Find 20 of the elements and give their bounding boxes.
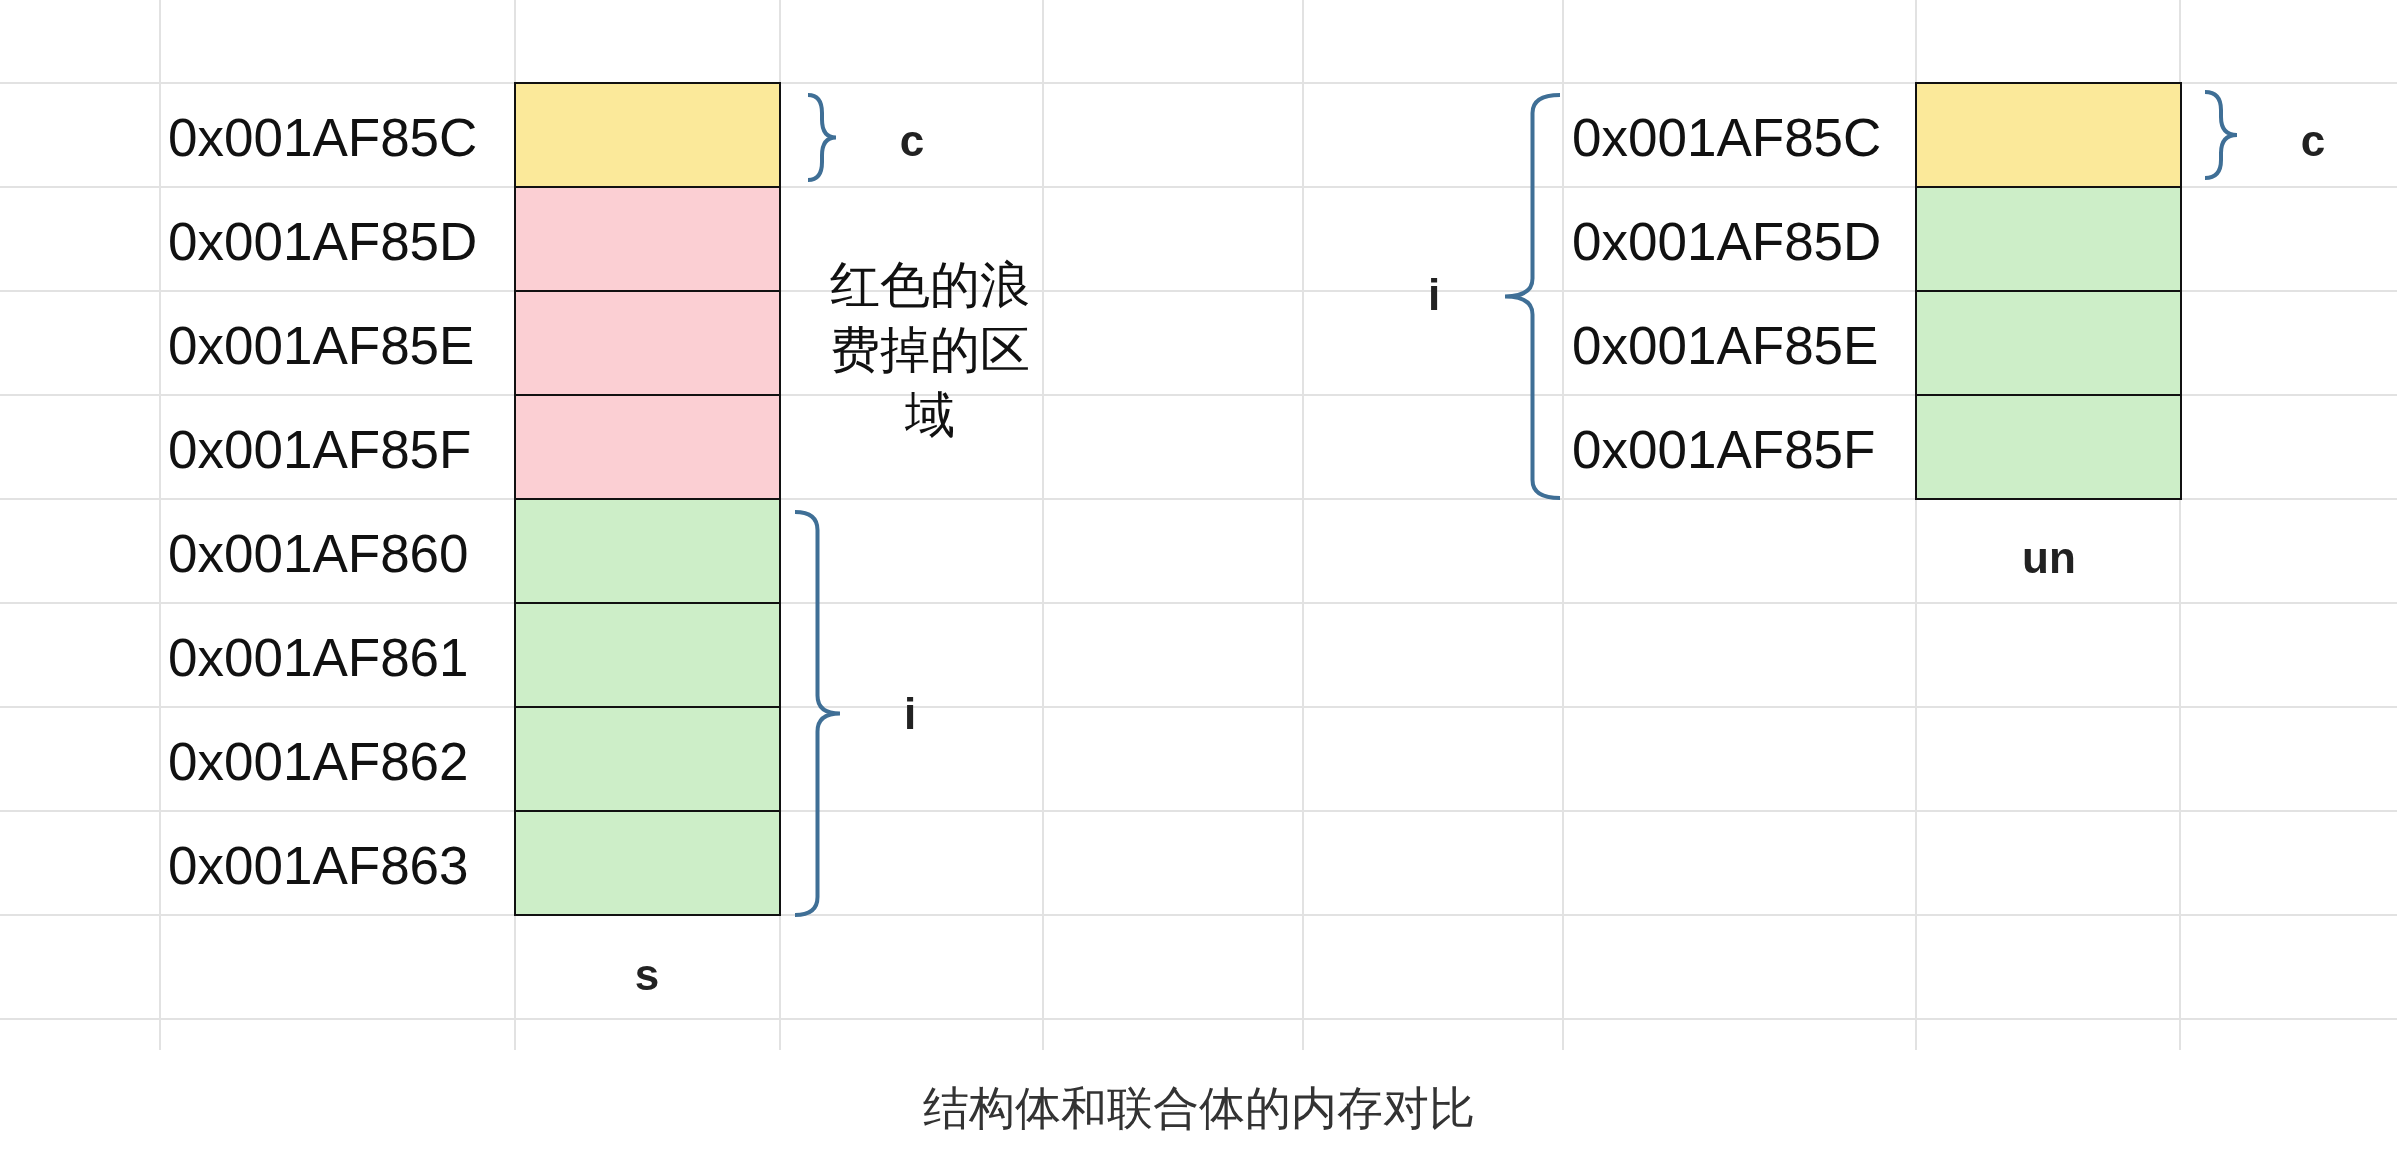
variable-label: s xyxy=(634,953,660,997)
field-label: i xyxy=(903,692,917,736)
field-label: c xyxy=(899,119,925,163)
memory-address: 0x001AF860 xyxy=(168,526,469,580)
field-label: c xyxy=(2300,119,2326,163)
memory-address: 0x001AF85C xyxy=(168,110,478,164)
memory-address: 0x001AF85E xyxy=(1572,318,1879,372)
memory-address: 0x001AF85D xyxy=(168,214,478,268)
caption: 结构体和联合体的内存对比 xyxy=(921,1085,1476,1131)
variable-label: un xyxy=(2022,536,2076,580)
memory-address: 0x001AF85D xyxy=(1572,214,1882,268)
memory-address: 0x001AF861 xyxy=(168,630,469,684)
note-text: 红色的浪费掉的区域 xyxy=(829,255,1031,445)
memory-address: 0x001AF863 xyxy=(168,838,469,892)
memory-address: 0x001AF85E xyxy=(168,318,475,372)
memory-address: 0x001AF85F xyxy=(168,422,472,476)
memory-address: 0x001AF85F xyxy=(1572,422,1876,476)
memory-address: 0x001AF85C xyxy=(1572,110,1882,164)
memory-address: 0x001AF862 xyxy=(168,734,469,788)
field-label: i xyxy=(1427,273,1441,317)
